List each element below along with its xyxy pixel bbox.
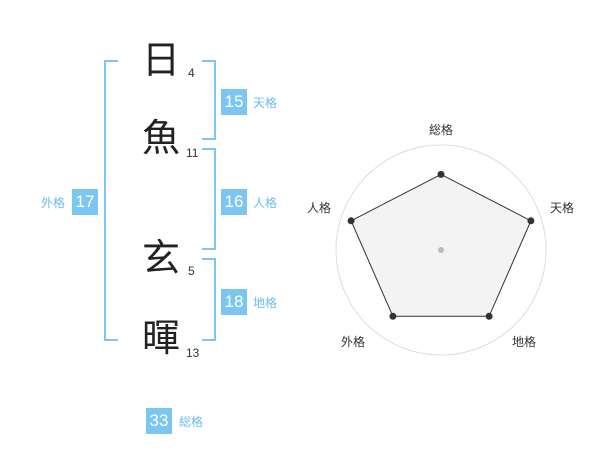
radar-point-3: [485, 312, 493, 320]
stroke-count-3: 5: [188, 264, 195, 278]
chikaku-value: 18: [221, 289, 247, 315]
name-char-1: 日: [141, 38, 180, 82]
radar-point-4: [389, 312, 397, 320]
radar-label-chikaku: 地格: [512, 334, 536, 349]
name-char-4: 暉: [141, 316, 180, 360]
jinkaku-value: 16: [221, 189, 247, 215]
gaikaku-value: 17: [72, 189, 98, 215]
gaikaku-bracket: [104, 60, 118, 341]
chikaku-label: 地格: [253, 296, 278, 310]
radar-point-5: [347, 217, 355, 225]
chikaku-bracket: [202, 258, 216, 341]
tenkaku-label: 天格: [253, 96, 278, 110]
radar-data-points: [347, 170, 535, 320]
radar-point-2: [527, 217, 535, 225]
gaikaku-label: 外格: [41, 196, 66, 210]
radar-center-dot: [438, 247, 444, 253]
jinkaku-bracket: [202, 148, 216, 250]
tenkaku-bracket: [202, 60, 216, 140]
name-char-3: 玄: [141, 236, 180, 280]
radar-point-1: [437, 170, 445, 178]
jinkaku-label: 人格: [253, 196, 278, 210]
radar-label-gaikaku: 外格: [341, 334, 365, 349]
radar-label-soukaku: 総格: [429, 122, 453, 137]
stroke-count-4: 13: [186, 346, 200, 360]
soukaku-value: 33: [146, 408, 172, 434]
soukaku-label: 総格: [179, 415, 204, 429]
tenkaku-value: 15: [221, 89, 247, 115]
radar-label-jinkaku: 人格: [307, 200, 331, 215]
radar-data-area: [350, 173, 532, 317]
radar-label-tenkaku: 天格: [550, 200, 574, 215]
stroke-count-1: 4: [188, 66, 195, 80]
stroke-count-2: 11: [186, 146, 199, 160]
name-char-2: 魚: [141, 116, 180, 160]
